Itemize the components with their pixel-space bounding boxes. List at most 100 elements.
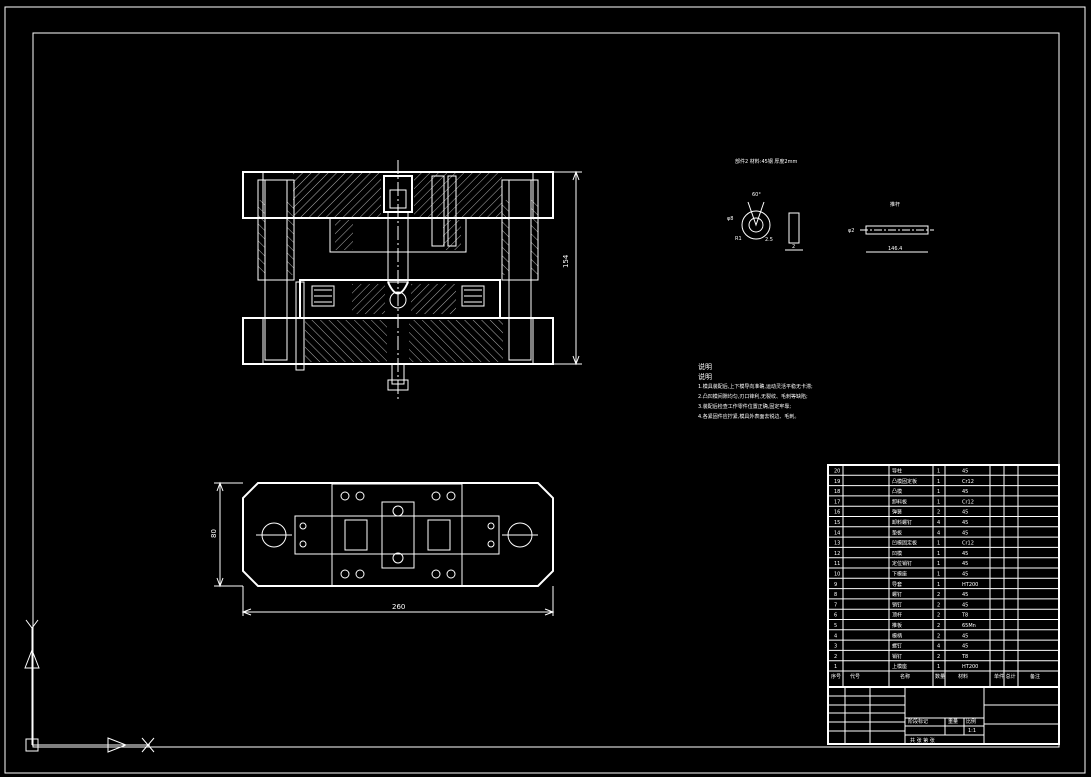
- bom-cell-qty: 1: [937, 499, 940, 505]
- bom-cell-qty: 2: [937, 623, 940, 629]
- bom-cell-no: 19: [834, 479, 840, 485]
- bom-header-no: 序号: [831, 673, 841, 680]
- section-view[interactable]: 154: [242, 160, 582, 400]
- bom-cell-no: 9: [834, 582, 837, 588]
- bom-cell-name: 定位销钉: [892, 560, 912, 567]
- tb-sheet: 共 张 第 张: [910, 737, 935, 744]
- bom-cell-mat: T8: [961, 613, 968, 619]
- bom-cell-qty: 1: [937, 561, 940, 567]
- ucs-axis-icon: [24, 619, 155, 753]
- bom-header-code: 代号: [850, 673, 860, 680]
- bom-cell-mat: 45: [962, 469, 968, 475]
- note-line-1: 1.模具装配后,上下模导向准确,运动灵活平稳无卡滞;: [698, 384, 813, 390]
- bom-cell-mat: 45: [962, 592, 968, 598]
- bom-cell-mat: 45: [962, 644, 968, 650]
- pin-len: 146.4: [888, 246, 902, 252]
- bom-cell-mat: 45: [962, 561, 968, 567]
- bom-cell-name: 垫板: [892, 529, 902, 536]
- bom-cell-no: 3: [834, 644, 837, 650]
- tb-weight: 重量: [948, 718, 958, 725]
- bom-cell-mat: T8: [961, 654, 968, 660]
- bom-cell-no: 20: [834, 469, 840, 475]
- bom-header-weight: 单件 总计: [994, 673, 1016, 680]
- bom-cell-qty: 4: [937, 644, 940, 650]
- bom-cell-qty: 4: [937, 530, 940, 536]
- bom-cell-name: 下模座: [892, 571, 907, 578]
- bom-cell-no: 10: [834, 572, 840, 578]
- bom-cell-name: 凹模: [892, 550, 902, 557]
- bom-cell-qty: 2: [937, 654, 940, 660]
- bom-cell-qty: 2: [937, 633, 940, 639]
- bom-cell-no: 15: [834, 520, 840, 526]
- bom-cell-mat: 65Mn: [962, 623, 976, 629]
- bom-cell-mat: Cr12: [962, 541, 974, 547]
- bom-cell-no: 2: [834, 654, 837, 660]
- plan-view[interactable]: 260 80: [210, 481, 555, 616]
- bom-cell-name: 导柱: [892, 468, 902, 475]
- pin-dia: φ2: [848, 228, 854, 234]
- dim-plan-width: 260: [392, 603, 405, 611]
- title-block[interactable]: 阶段标记 重量 比例 1:1 共 张 第 张: [827, 686, 1060, 745]
- bom-cell-no: 11: [834, 561, 840, 567]
- bom-cell-mat: 45: [962, 530, 968, 536]
- detail-r1: R1: [735, 236, 742, 242]
- bom-cell-no: 6: [834, 613, 837, 619]
- bom-cell-qty: 2: [937, 510, 940, 516]
- bom-cell-mat: HT200: [962, 664, 978, 670]
- bom-cell-mat: Cr12: [962, 499, 974, 505]
- bom-cell-name: 弹簧: [892, 509, 902, 516]
- bom-cell-no: 17: [834, 499, 840, 505]
- detail-views[interactable]: 部件2 材料:45钢 厚度2mm 60° φ8 R1 2.5 2 推杆 φ2 1…: [727, 158, 934, 253]
- dim-plan-height: 80: [210, 529, 218, 538]
- bom-cell-name: 上模座: [892, 663, 907, 670]
- bom-cell-mat: 45: [962, 633, 968, 639]
- bom-cell-no: 4: [834, 633, 837, 639]
- bom-cell-name: 推板: [892, 622, 902, 629]
- bom-cell-no: 14: [834, 530, 840, 536]
- tb-scale-value: 1:1: [968, 728, 976, 734]
- bom-cell-name: 螺钉: [892, 591, 902, 598]
- bom-cell-name: 凸模: [892, 488, 902, 495]
- bom-cell-name: 凹模固定板: [892, 540, 917, 547]
- bom-cell-name: 凸模固定板: [892, 478, 917, 485]
- bom-cell-mat: 45: [962, 551, 968, 557]
- detail-title: 部件2 材料:45钢 厚度2mm: [735, 158, 797, 165]
- bom-cell-name: 销钉: [892, 653, 902, 660]
- dim-section-height: 154: [562, 254, 570, 268]
- bom-cell-mat: 45: [962, 572, 968, 578]
- bom-cell-name: 导套: [892, 581, 902, 588]
- note-line-2: 2.凸凹模间隙均匀,刃口锋利,无裂纹、毛刺等缺陷;: [698, 394, 808, 400]
- bom-cell-qty: 1: [937, 489, 940, 495]
- tb-stage: 阶段标记: [908, 718, 928, 725]
- notes-heading: 说明: [698, 363, 712, 371]
- bom-cell-no: 12: [834, 551, 840, 557]
- bom-cell-mat: 45: [962, 602, 968, 608]
- bom-cell-mat: 45: [962, 510, 968, 516]
- bom-cell-qty: 1: [937, 479, 940, 485]
- note-line-3: 3.装配后检查工作零件位置正确,固定牢靠;: [698, 404, 792, 410]
- bom-header-mat: 材料: [958, 673, 968, 680]
- bom-cell-name: 卸料板: [892, 498, 907, 505]
- bom-cell-qty: 1: [937, 551, 940, 557]
- bom-cell-name: 卸料螺钉: [892, 519, 912, 526]
- bom-cell-qty: 1: [937, 664, 940, 670]
- bom-cell-mat: 45: [962, 489, 968, 495]
- bom-cell-mat: HT200: [962, 582, 978, 588]
- outer-frame: [4, 6, 1086, 774]
- bom-cell-qty: 2: [937, 602, 940, 608]
- bom-cell-no: 18: [834, 489, 840, 495]
- bom-cell-name: 顶杆: [892, 612, 902, 619]
- bom-header-qty: 数量: [935, 673, 945, 680]
- detail-r2: 2.5: [765, 237, 773, 243]
- detail-thickness: 2: [792, 244, 795, 250]
- bom-cell-no: 5: [834, 623, 837, 629]
- bom-cell-qty: 1: [937, 572, 940, 578]
- note-line-4: 4.各紧固件应拧紧,模具外表面去锐边、毛刺。: [698, 414, 800, 420]
- bom-cell-qty: 1: [937, 469, 940, 475]
- bom-cell-qty: 1: [937, 582, 940, 588]
- bom-cell-name: 模柄: [892, 632, 902, 639]
- bom-header-remark: 备注: [1030, 673, 1040, 680]
- bom-cell-no: 13: [834, 541, 840, 547]
